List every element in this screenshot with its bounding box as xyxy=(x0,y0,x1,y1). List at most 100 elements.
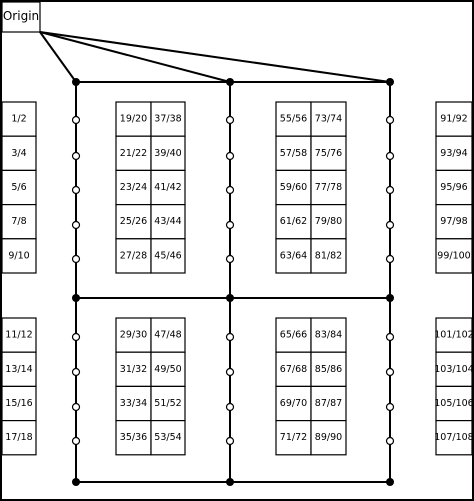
block-b-upper-right-cell xyxy=(310,238,347,274)
block-b-upper-left-label: 61/62 xyxy=(280,216,307,227)
block-b-lower-left-label: 67/68 xyxy=(280,364,307,375)
left-rack-upper-label: 5/6 xyxy=(11,182,26,193)
block-a-lower-right-label: 47/48 xyxy=(154,330,181,341)
block-b-upper-right-label: 77/78 xyxy=(315,182,342,193)
block-a-upper-right-label: 41/42 xyxy=(154,182,181,193)
right-rack-lower-cell xyxy=(435,385,473,422)
block-b-upper-right-label: 75/76 xyxy=(315,148,342,159)
pick-node-2-6 xyxy=(225,332,235,342)
junction-node-3-3 xyxy=(386,478,394,486)
pick-node-3-5 xyxy=(385,254,395,264)
left-rack-upper-label: 3/4 xyxy=(11,148,26,159)
left-rack-upper-cell xyxy=(1,204,37,240)
pick-node-2-4 xyxy=(225,220,235,230)
left-rack-lower-cell xyxy=(1,351,37,388)
block-a-upper-right-label: 39/40 xyxy=(154,148,181,159)
block-b-upper-left-cell xyxy=(275,238,312,274)
block-a-lower-right-cell xyxy=(150,420,186,456)
left-rack-lower-cell xyxy=(1,420,37,456)
block-b-upper-right-label: 81/82 xyxy=(315,250,342,261)
block-a-upper-right-label: 37/38 xyxy=(154,114,181,125)
right-rack-upper-label: 99/100 xyxy=(437,250,470,261)
right-rack-upper-label: 95/96 xyxy=(440,182,467,193)
block-b-lower-left-cell xyxy=(275,385,312,422)
junction-node-2-1 xyxy=(226,78,234,86)
right-rack-lower-cell xyxy=(435,420,473,456)
right-rack-lower-cell xyxy=(435,317,473,353)
block-b-upper-right-cell xyxy=(310,169,347,206)
right-rack-lower-label: 103/104 xyxy=(434,364,473,375)
block-a-upper-left-label: 23/24 xyxy=(120,182,147,193)
block-a-upper-left-label: 21/22 xyxy=(120,148,147,159)
pick-node-1-7 xyxy=(71,367,81,377)
block-a-upper-right-cell xyxy=(150,135,186,171)
pick-node-2-8 xyxy=(225,402,235,412)
block-b-lower-right-label: 89/90 xyxy=(315,432,342,443)
pick-node-3-9 xyxy=(385,436,395,446)
pick-node-2-9 xyxy=(225,436,235,446)
pick-node-2-3 xyxy=(225,185,235,195)
block-b-lower-left-label: 71/72 xyxy=(280,432,307,443)
left-rack-lower-label: 15/16 xyxy=(5,398,32,409)
origin-path-2 xyxy=(39,31,231,83)
pick-node-3-1 xyxy=(385,115,395,125)
pick-node-3-4 xyxy=(385,220,395,230)
block-b-lower-left-label: 65/66 xyxy=(280,330,307,341)
block-a-upper-right-cell xyxy=(150,101,186,137)
junction-node-1-3 xyxy=(72,478,80,486)
right-rack-upper-label: 91/92 xyxy=(440,114,467,125)
origin-path-3 xyxy=(39,31,391,83)
right-rack-upper-cell xyxy=(435,238,473,274)
pick-node-2-5 xyxy=(225,254,235,264)
block-b-upper-left-label: 59/60 xyxy=(280,182,307,193)
right-rack-upper-label: 93/94 xyxy=(440,148,467,159)
block-b-upper-left-label: 57/58 xyxy=(280,148,307,159)
block-a-lower-left-label: 31/32 xyxy=(120,364,147,375)
junction-node-3-2 xyxy=(386,294,394,302)
block-b-lower-right-cell xyxy=(310,420,347,456)
block-a-upper-right-cell xyxy=(150,238,186,274)
left-rack-upper-cell xyxy=(1,101,37,137)
block-a-upper-right-label: 45/46 xyxy=(154,250,181,261)
block-b-upper-right-cell xyxy=(310,204,347,240)
left-rack-lower-cell xyxy=(1,385,37,422)
block-a-upper-left-cell xyxy=(115,204,152,240)
block-b-upper-right-label: 73/74 xyxy=(315,114,342,125)
junction-node-1-2 xyxy=(72,294,80,302)
left-rack-upper-cell xyxy=(1,238,37,274)
pick-node-1-8 xyxy=(71,402,81,412)
right-rack-lower-cell xyxy=(435,351,473,388)
pick-node-2-7 xyxy=(225,367,235,377)
block-b-upper-right-cell xyxy=(310,101,347,137)
right-rack-lower-label: 101/102 xyxy=(434,330,473,341)
pick-node-3-3 xyxy=(385,185,395,195)
block-a-lower-right-cell xyxy=(150,385,186,422)
block-a-upper-left-cell xyxy=(115,238,152,274)
block-b-lower-right-label: 87/87 xyxy=(315,398,342,409)
block-b-upper-left-cell xyxy=(275,169,312,206)
pick-node-1-9 xyxy=(71,436,81,446)
right-rack-upper-cell xyxy=(435,101,473,137)
pick-node-1-1 xyxy=(71,115,81,125)
pick-node-3-6 xyxy=(385,332,395,342)
block-a-upper-left-label: 27/28 xyxy=(120,250,147,261)
block-b-upper-right-cell xyxy=(310,135,347,171)
block-a-lower-right-label: 51/52 xyxy=(154,398,181,409)
right-rack-upper-cell xyxy=(435,204,473,240)
block-a-upper-right-label: 43/44 xyxy=(154,216,181,227)
right-rack-upper-cell xyxy=(435,169,473,206)
block-b-lower-right-cell xyxy=(310,317,347,353)
pick-node-3-2 xyxy=(385,151,395,161)
junction-node-1-1 xyxy=(72,78,80,86)
pick-node-1-5 xyxy=(71,254,81,264)
left-rack-lower-label: 13/14 xyxy=(5,364,32,375)
origin-label: Origin xyxy=(3,9,39,23)
junction-node-2-2 xyxy=(226,294,234,302)
origin-box xyxy=(1,1,41,33)
block-b-lower-right-label: 85/86 xyxy=(315,364,342,375)
block-b-lower-left-label: 69/70 xyxy=(280,398,307,409)
origin-path-1 xyxy=(39,31,77,83)
block-a-upper-left-label: 25/26 xyxy=(120,216,147,227)
left-rack-lower-label: 11/12 xyxy=(5,330,32,341)
